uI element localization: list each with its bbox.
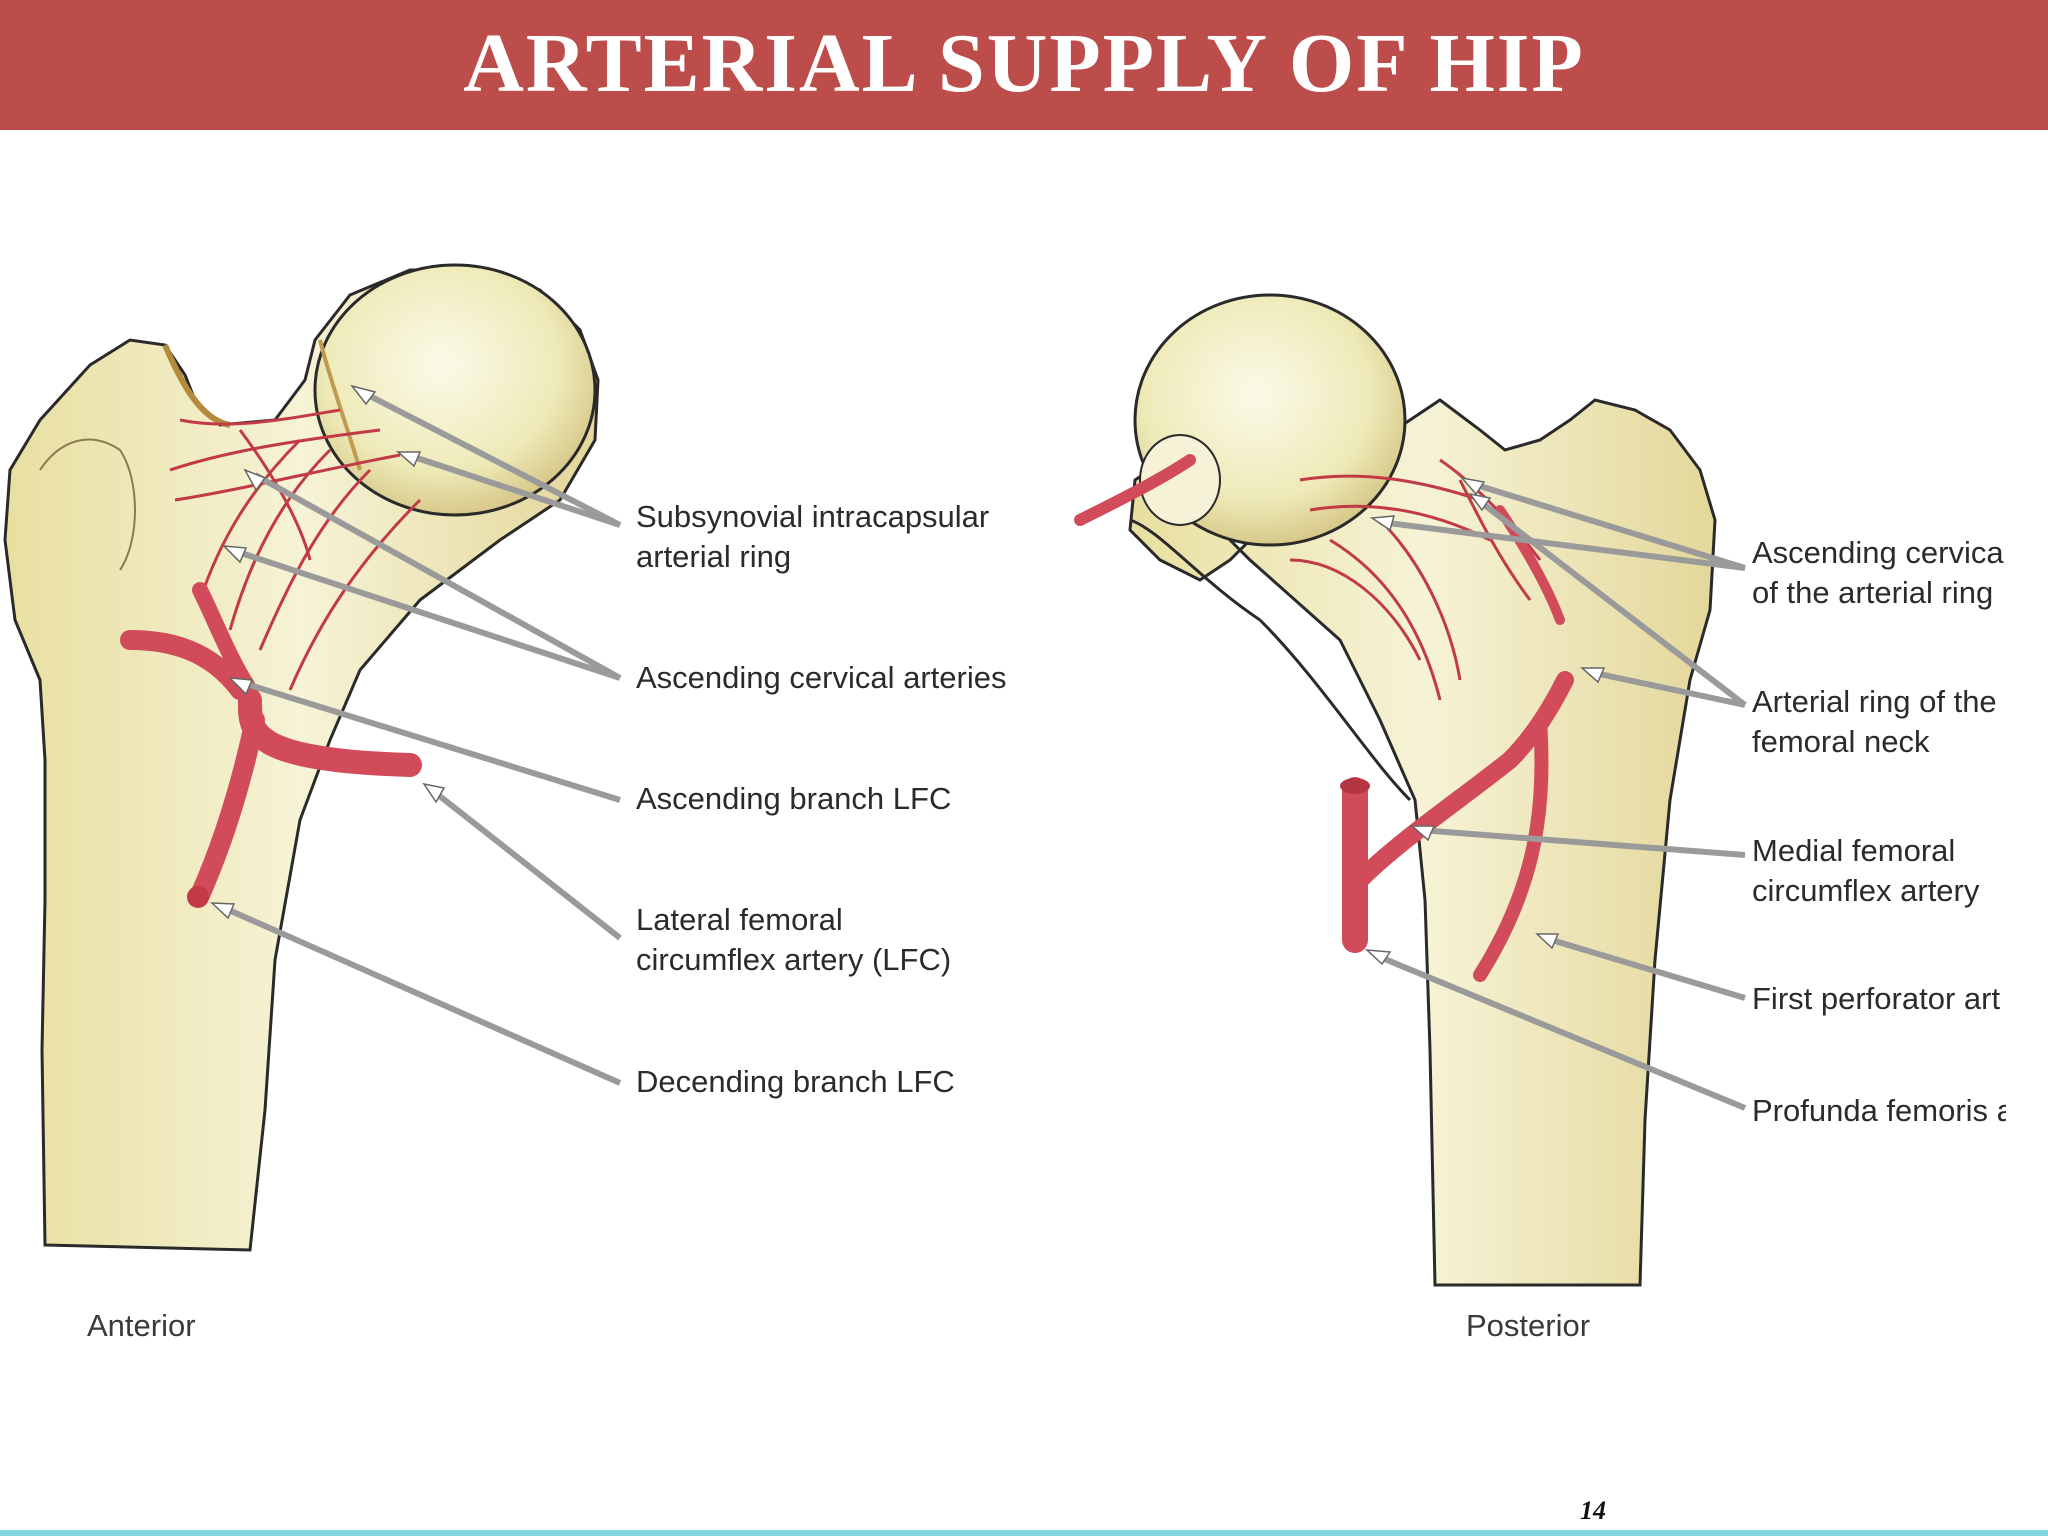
- label-profunda-femoris: Profunda femoris a: [1752, 1093, 2006, 1128]
- anterior-pointers: [220, 389, 622, 1086]
- label-medial-femoral-circumflex: Medial femoral circumflex artery: [1752, 833, 1980, 908]
- page-title: ARTERIAL SUPPLY OF HIP: [463, 17, 1585, 110]
- bottom-accent-line: [0, 1530, 2048, 1536]
- posterior-arrowheads: [1364, 476, 1606, 966]
- page-number: 14: [1580, 1496, 1606, 1525]
- anterior-femur: [3, 263, 600, 1252]
- label-decending-branch-lfc: Decending branch LFC: [636, 1064, 955, 1099]
- label-ascending-cervical-ring: Ascending cervica of the arterial ring: [1752, 535, 2004, 610]
- header-bar: ARTERIAL SUPPLY OF HIP: [0, 0, 2048, 130]
- posterior-pointers: [1373, 480, 1747, 1111]
- anterior-arrowheads: [210, 384, 446, 920]
- mfc-artery: [1340, 505, 1574, 982]
- label-subsynovial-ring: Subsynovial intracapsular arterial ring: [636, 499, 990, 574]
- label-lateral-femoral-circumflex: Lateral femoral circumflex artery (LFC): [636, 902, 952, 977]
- posterior-femur: [1074, 293, 1717, 1287]
- label-ascending-branch-lfc: Ascending branch LFC: [636, 781, 952, 816]
- label-first-perforator: First perforator art: [1752, 981, 2001, 1016]
- view-label-anterior: Anterior: [87, 1308, 196, 1343]
- label-arterial-ring-femoral-neck: Arterial ring of the femoral neck: [1752, 684, 1997, 759]
- label-ascending-cervical-arteries: Ascending cervical arteries: [636, 660, 1007, 695]
- view-label-posterior: Posterior: [1466, 1308, 1591, 1343]
